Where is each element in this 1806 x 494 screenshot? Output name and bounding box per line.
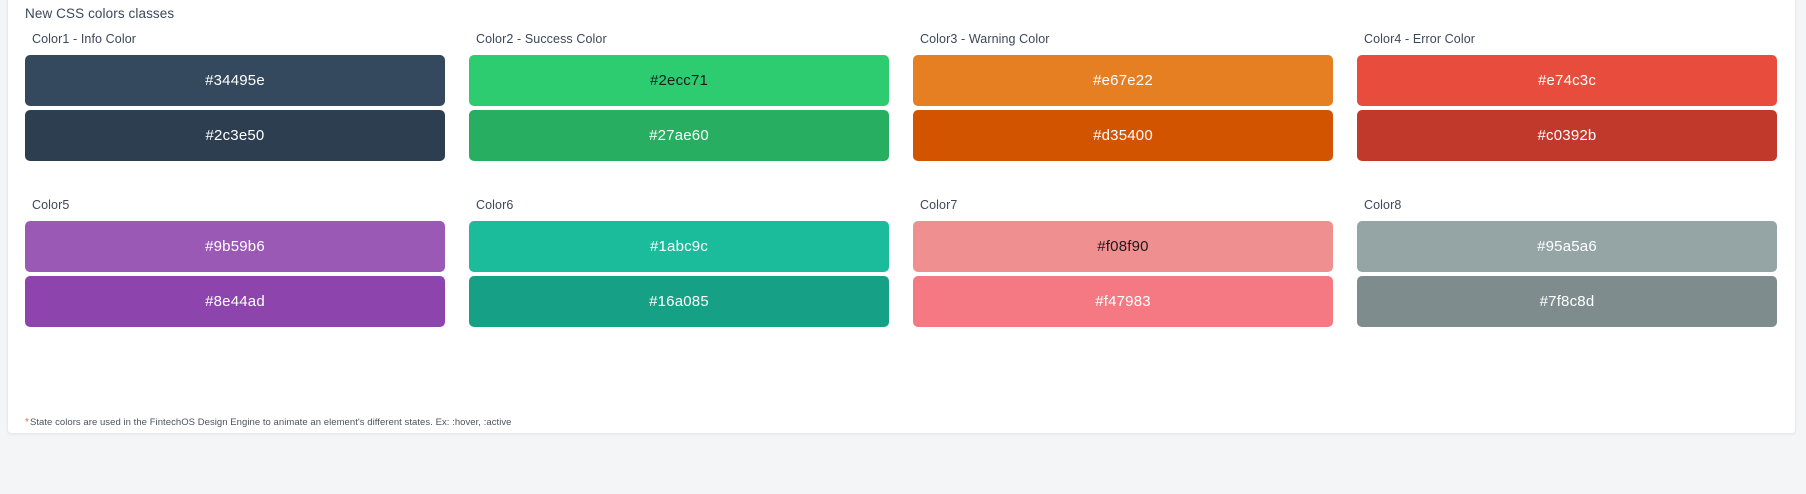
color-swatch[interactable]: #9b59b6 — [25, 221, 445, 272]
page-title: New CSS colors classes — [25, 6, 175, 21]
color-group: Color1 - Info Color #34495e#2c3e50 — [25, 31, 445, 161]
asterisk-icon: * — [25, 417, 29, 428]
color-group: Color4 - Error Color #e74c3c#c0392b — [1357, 31, 1777, 161]
color-swatch[interactable]: #2ecc71 — [469, 55, 889, 106]
color-swatch[interactable]: #d35400 — [913, 110, 1333, 161]
color-swatch-grid: Color1 - Info Color #34495e#2c3e50 Color2 … — [25, 31, 1777, 327]
footnote-text: State colors are used in the FintechOS D… — [29, 417, 512, 428]
color-palette-card: New CSS colors classes Color1 - Info Col… — [7, 0, 1796, 434]
color-group: Color5 #9b59b6#8e44ad — [25, 197, 445, 327]
color-group: Color2 - Success Color #2ecc71#27ae60 — [469, 31, 889, 161]
color-group-label: Color3 - Warning Color — [920, 32, 1050, 46]
color-group: Color6 #1abc9c#16a085 — [469, 197, 889, 327]
color-group-label: Color4 - Error Color — [1364, 32, 1476, 46]
color-group-label: Color6 — [476, 198, 514, 212]
color-group: Color7 #f08f90#f47983 — [913, 197, 1333, 327]
color-group: Color8 #95a5a6#7f8c8d — [1357, 197, 1777, 327]
color-group-label: Color2 - Success Color — [476, 32, 607, 46]
color-swatch[interactable]: #f47983 — [913, 276, 1333, 327]
color-swatch[interactable]: #27ae60 — [469, 110, 889, 161]
color-swatch[interactable]: #8e44ad — [25, 276, 445, 327]
color-swatch[interactable]: #34495e — [25, 55, 445, 106]
color-swatch[interactable]: #7f8c8d — [1357, 276, 1777, 327]
color-swatch[interactable]: #95a5a6 — [1357, 221, 1777, 272]
color-group-label: Color1 - Info Color — [32, 32, 137, 46]
color-swatch[interactable]: #1abc9c — [469, 221, 889, 272]
color-swatch[interactable]: #f08f90 — [913, 221, 1333, 272]
color-group-label: Color7 — [920, 198, 958, 212]
color-swatch[interactable]: #16a085 — [469, 276, 889, 327]
footnote: *State colors are used in the FintechOS … — [25, 417, 512, 428]
color-group-label: Color8 — [1364, 198, 1402, 212]
color-swatch[interactable]: #c0392b — [1357, 110, 1777, 161]
color-swatch[interactable]: #e74c3c — [1357, 55, 1777, 106]
color-group: Color3 - Warning Color #e67e22#d35400 — [913, 31, 1333, 161]
color-group-label: Color5 — [32, 198, 70, 212]
color-swatch[interactable]: #2c3e50 — [25, 110, 445, 161]
color-swatch[interactable]: #e67e22 — [913, 55, 1333, 106]
